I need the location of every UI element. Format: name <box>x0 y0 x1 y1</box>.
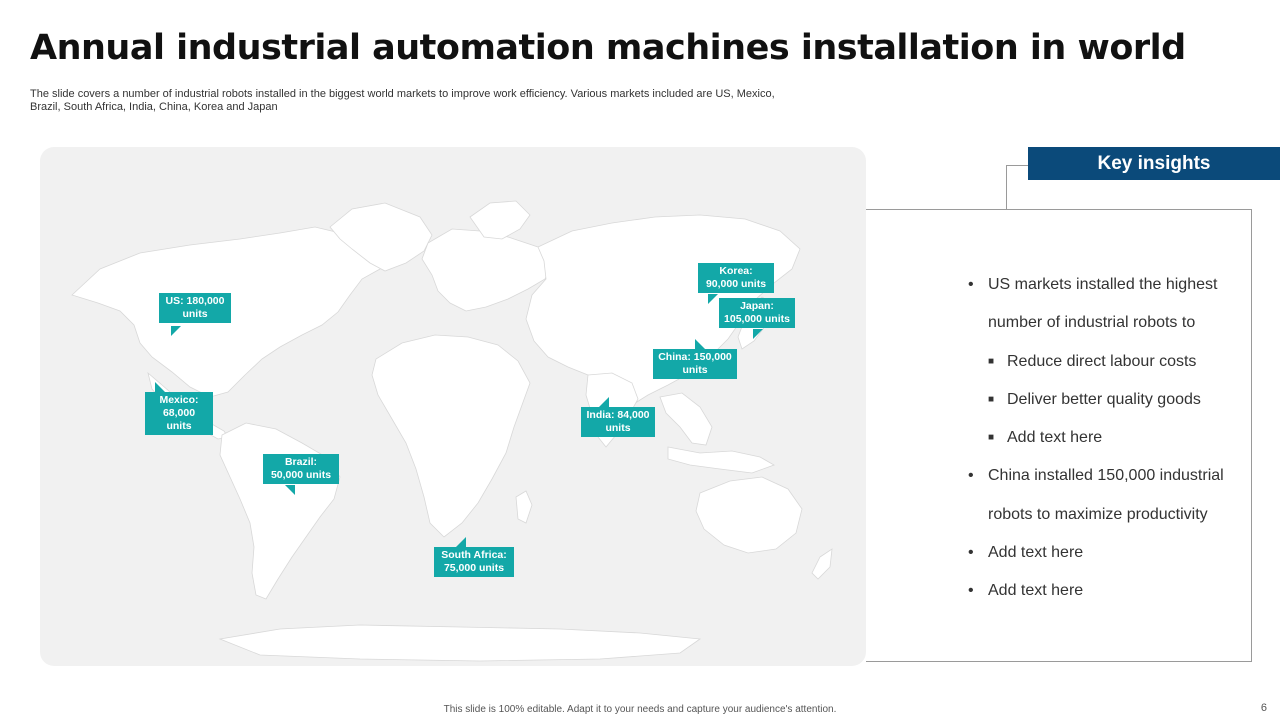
insight-text: China installed 150,000 industrial <box>988 467 1224 485</box>
insight-text: Add text here <box>988 544 1084 562</box>
insight-subitem: ■ Add text here <box>968 419 1248 457</box>
callout-us: US: 180,000 units <box>159 293 231 336</box>
insights-frame-connector-top <box>1006 165 1028 166</box>
slide-title: Annual industrial automation machines in… <box>30 28 1186 68</box>
callout-india-label: India: 84,000 units <box>586 409 650 434</box>
africa-landmass <box>371 334 531 538</box>
callout-south-africa-label: South Africa: 75,000 units <box>441 549 507 574</box>
callout-japan-label: Japan: 105,000 units <box>724 300 790 325</box>
scandinavia-landmass <box>469 200 531 240</box>
callout-us-label: US: 180,000 units <box>165 295 225 320</box>
insight-subitem: ■ Deliver better quality goods <box>968 381 1248 419</box>
slide-subtitle: The slide covers a number of industrial … <box>30 88 775 113</box>
insight-item: • US markets installed the highest <box>968 266 1248 304</box>
callout-india: India: 84,000 units <box>581 397 655 437</box>
callout-japan: Japan: 105,000 units <box>719 298 795 339</box>
insight-item: • Add text here <box>968 572 1248 610</box>
new-zealand-landmass <box>811 548 833 580</box>
callout-brazil: Brazil: 50,000 units <box>263 454 339 495</box>
southeast-asia-landmass <box>659 392 713 446</box>
greenland-landmass <box>329 202 433 272</box>
bullet-square-icon: ■ <box>988 432 995 444</box>
callout-korea: Korea: 90,000 units <box>698 263 774 304</box>
insight-item: • China installed 150,000 industrial <box>968 457 1248 495</box>
insight-text: Add text here <box>988 582 1084 600</box>
bullet-dot-icon: • <box>968 467 974 485</box>
bullet-dot-icon: • <box>968 544 974 562</box>
madagascar-landmass <box>515 490 533 524</box>
insight-item-continuation: robots to maximize productivity <box>968 496 1248 534</box>
insights-header: Key insights <box>1028 147 1280 180</box>
callout-mexico: Mexico: 68,000 units <box>145 382 213 435</box>
callout-south-africa: South Africa: 75,000 units <box>434 537 514 577</box>
bullet-square-icon: ■ <box>988 355 995 367</box>
callout-brazil-label: Brazil: 50,000 units <box>270 456 332 481</box>
north-america-landmass <box>71 226 393 398</box>
insight-text: US markets installed the highest <box>988 276 1218 293</box>
insights-frame <box>866 209 1252 662</box>
insight-text: number of industrial robots to <box>988 314 1196 332</box>
world-map-panel: US: 180,000 units Mexico: 68,000 units B… <box>40 147 866 666</box>
insights-list: • US markets installed the highest number… <box>968 266 1248 611</box>
australia-landmass <box>695 476 803 554</box>
slide-footer: This slide is 100% editable. Adapt it to… <box>443 704 837 715</box>
callout-china-label: China: 150,000 units <box>658 351 732 376</box>
callout-mexico-label: Mexico: 68,000 units <box>159 394 199 432</box>
world-map <box>71 200 833 662</box>
indonesia-landmass <box>667 446 775 474</box>
bullet-dot-icon: • <box>968 582 974 600</box>
insight-text: Add text here <box>1007 429 1103 447</box>
bullet-square-icon: ■ <box>988 393 995 405</box>
insight-item-continuation: number of industrial robots to <box>968 304 1248 342</box>
insight-item: • Add text here <box>968 534 1248 572</box>
bullet-dot-icon: • <box>968 276 974 293</box>
south-america-landmass <box>219 422 341 600</box>
callout-china: China: 150,000 units <box>653 339 737 379</box>
page-number: 6 <box>1260 702 1267 714</box>
insight-text: robots to maximize productivity <box>988 505 1208 523</box>
callout-korea-label: Korea: 90,000 units <box>705 265 767 290</box>
insight-text: Reduce direct labour costs <box>1007 352 1197 370</box>
antarctica-landmass <box>218 624 702 662</box>
insights-frame-connector <box>1006 165 1007 210</box>
insight-text: Deliver better quality goods <box>1007 390 1201 408</box>
insight-subitem: ■ Reduce direct labour costs <box>968 343 1248 381</box>
